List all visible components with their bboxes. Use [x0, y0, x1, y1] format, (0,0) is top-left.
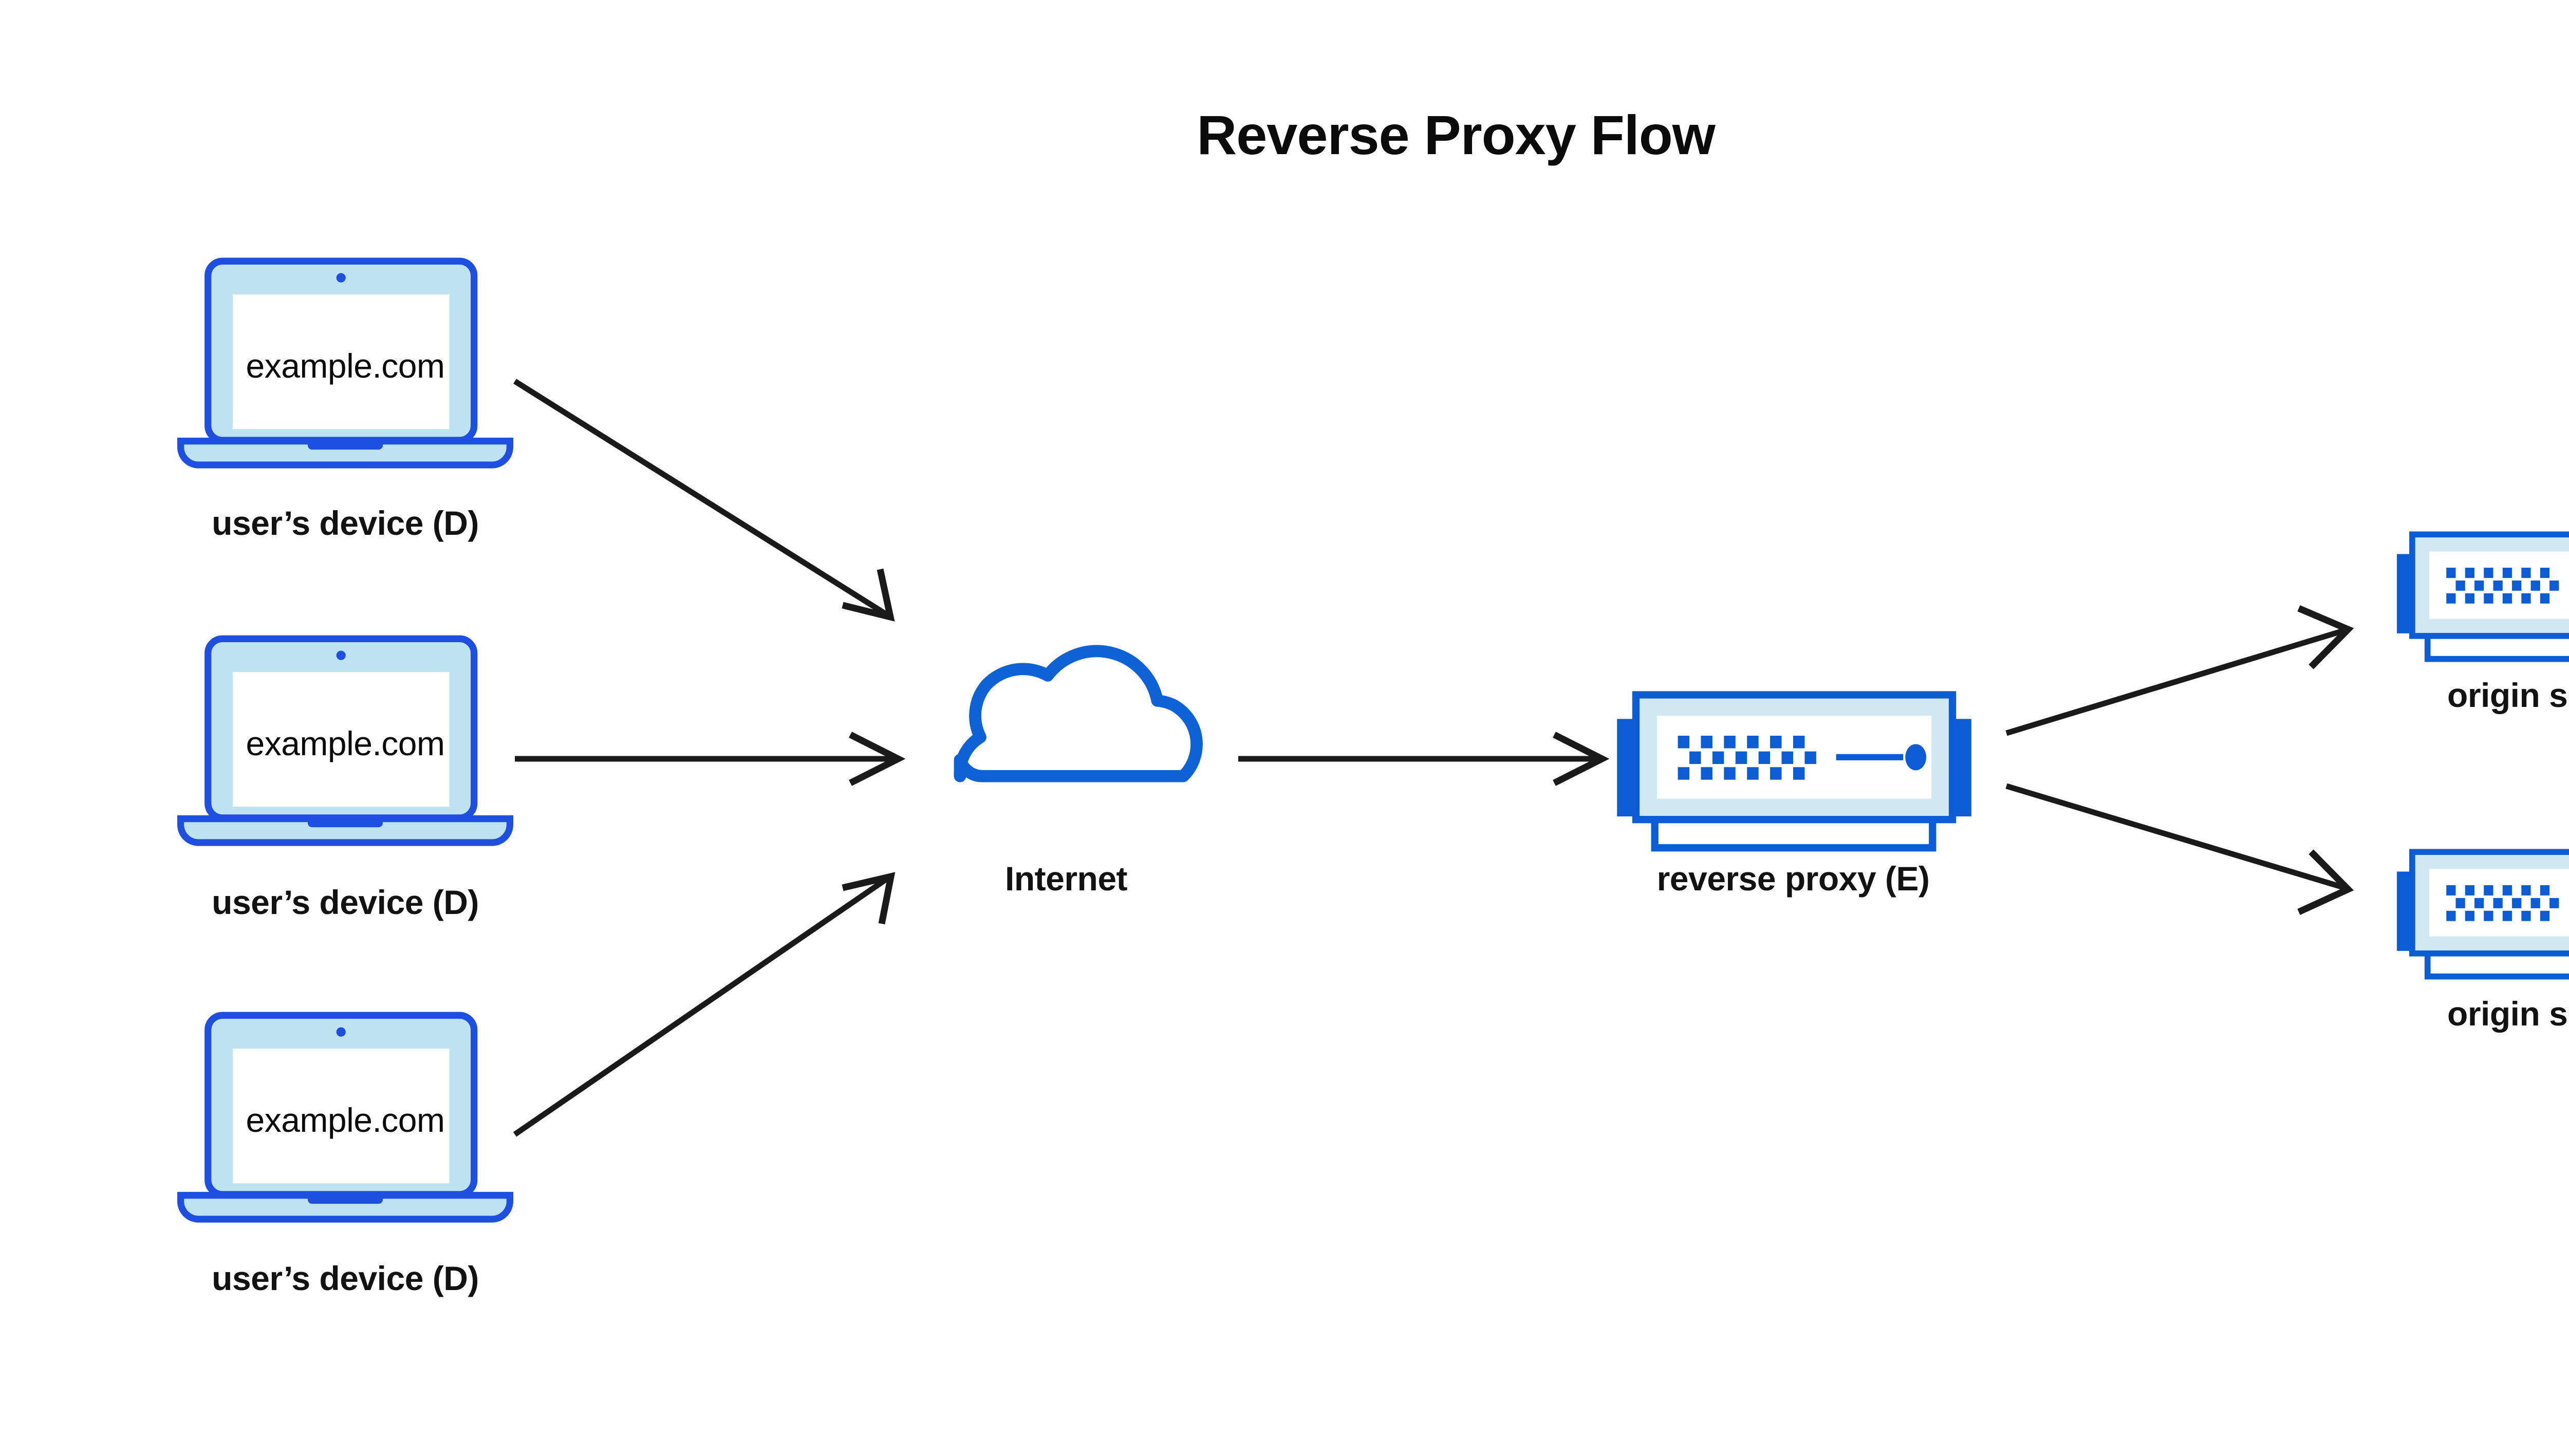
device-label: user’s device (D) [212, 504, 479, 542]
server-icon [1617, 695, 1971, 848]
laptop-screen-url: example.com [246, 724, 445, 762]
laptop-screen-url: example.com [246, 1101, 445, 1139]
server-icon [2397, 534, 2569, 659]
origin-label: origin server (F) [2447, 995, 2569, 1033]
edge-cloud-to-proxy [1238, 732, 1610, 786]
cloud-label: Internet [1004, 860, 1128, 898]
device-label: user’s device (D) [212, 1259, 479, 1297]
laptop-screen-url: example.com [246, 347, 445, 385]
edge-device-bottom-to-cloud [513, 872, 896, 1137]
cloud-icon [960, 651, 1197, 776]
edge-device-top-to-cloud [513, 379, 895, 622]
proxy-label: reverse proxy (E) [1656, 860, 1930, 898]
edge-proxy-to-origin-bottom [2005, 783, 2354, 915]
edge-proxy-to-origin-top [2005, 605, 2354, 736]
origin-label: origin server (F) [2447, 676, 2569, 714]
device-label: user’s device (D) [212, 883, 479, 921]
server-icon [2397, 852, 2569, 976]
page-title: Reverse Proxy Flow [1197, 104, 1715, 166]
edge-device-middle-to-cloud [515, 732, 906, 786]
